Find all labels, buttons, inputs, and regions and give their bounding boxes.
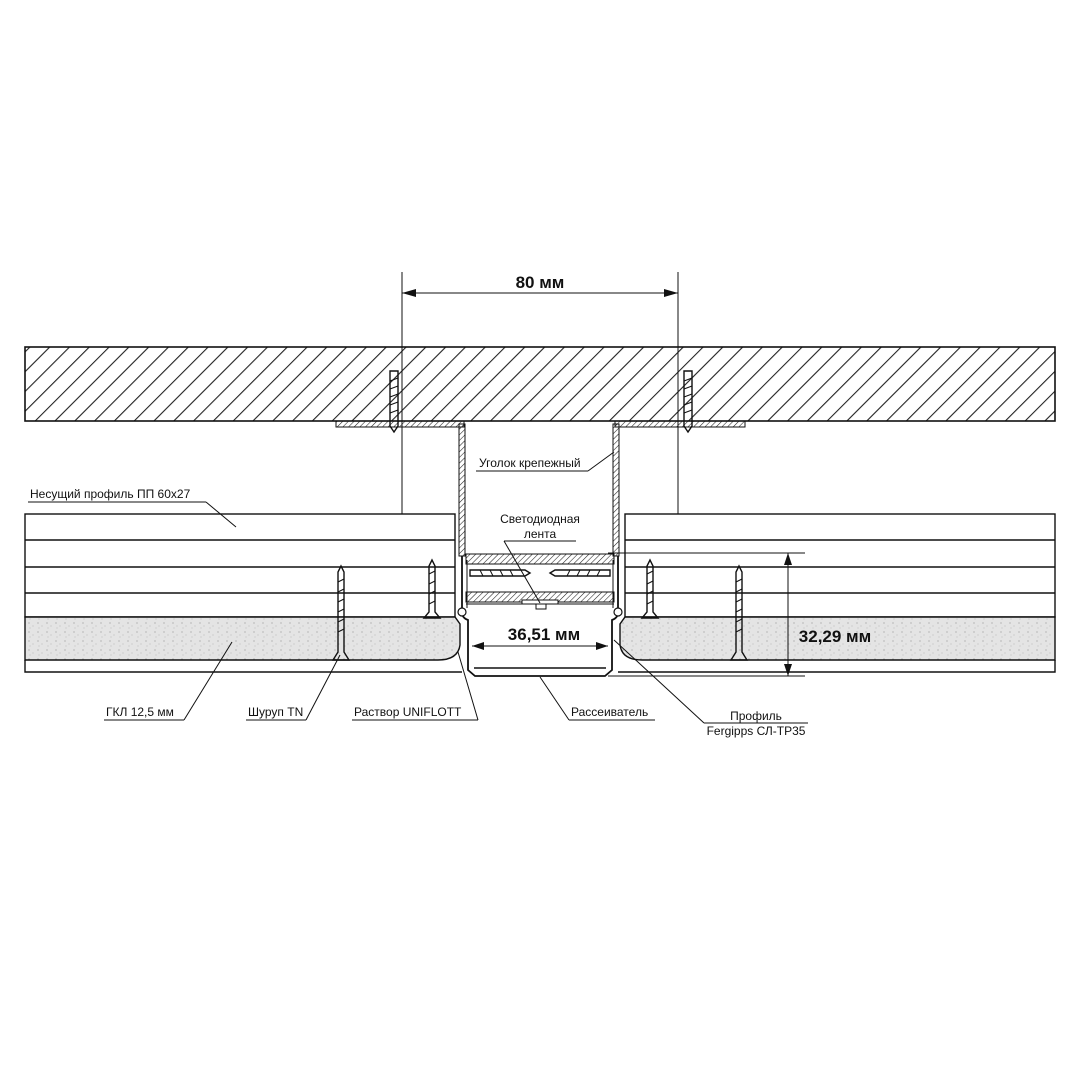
svg-text:Раствор UNIFLOTT: Раствор UNIFLOTT bbox=[354, 705, 462, 719]
svg-text:Рассеиватель: Рассеиватель bbox=[571, 705, 648, 719]
svg-text:лента: лента bbox=[524, 527, 557, 541]
mounting-plates bbox=[335, 420, 746, 557]
gypsum-board-left bbox=[24, 616, 462, 673]
label-mortar: Раствор UNIFLOTT bbox=[352, 651, 479, 721]
dimension-32mm-label: 32,29 мм bbox=[799, 627, 871, 646]
svg-text:Несущий профиль ПП 60х27: Несущий профиль ПП 60х27 bbox=[30, 487, 191, 501]
label-led-strip: Светодиодная лента bbox=[500, 512, 580, 604]
left-profile-layers bbox=[24, 513, 456, 618]
label-corner-bracket: Уголок крепежный bbox=[476, 451, 615, 472]
dimension-80mm-label: 80 мм bbox=[516, 273, 565, 292]
dimension-36mm: 36,51 мм bbox=[472, 625, 608, 650]
right-profile-layers bbox=[624, 513, 1056, 618]
svg-text:ГКЛ 12,5 мм: ГКЛ 12,5 мм bbox=[106, 705, 174, 719]
channel-screws bbox=[469, 569, 611, 577]
label-diffuser: Рассеиватель bbox=[539, 676, 655, 721]
svg-text:Светодиодная: Светодиодная bbox=[500, 512, 580, 526]
label-screw: Шуруп TN bbox=[246, 654, 341, 721]
svg-text:Профиль: Профиль bbox=[730, 709, 782, 723]
concrete-slab bbox=[24, 346, 1056, 422]
label-profile: Профиль Fergipps СЛ-ТР35 bbox=[613, 639, 808, 738]
svg-text:Шуруп TN: Шуруп TN bbox=[248, 705, 303, 719]
label-bearing-profile: Несущий профиль ПП 60х27 bbox=[28, 487, 237, 528]
dimension-36mm-label: 36,51 мм bbox=[508, 625, 580, 644]
svg-text:Уголок крепежный: Уголок крепежный bbox=[479, 456, 581, 470]
tn-screws bbox=[331, 558, 749, 661]
label-gkl: ГКЛ 12,5 мм bbox=[104, 641, 233, 721]
svg-text:Fergipps СЛ-ТР35: Fergipps СЛ-ТР35 bbox=[707, 724, 806, 738]
gypsum-board-right bbox=[618, 616, 1056, 673]
slab-anchors bbox=[389, 370, 693, 434]
dimension-32mm: 32,29 мм bbox=[608, 552, 871, 677]
channel-profile bbox=[457, 553, 623, 677]
